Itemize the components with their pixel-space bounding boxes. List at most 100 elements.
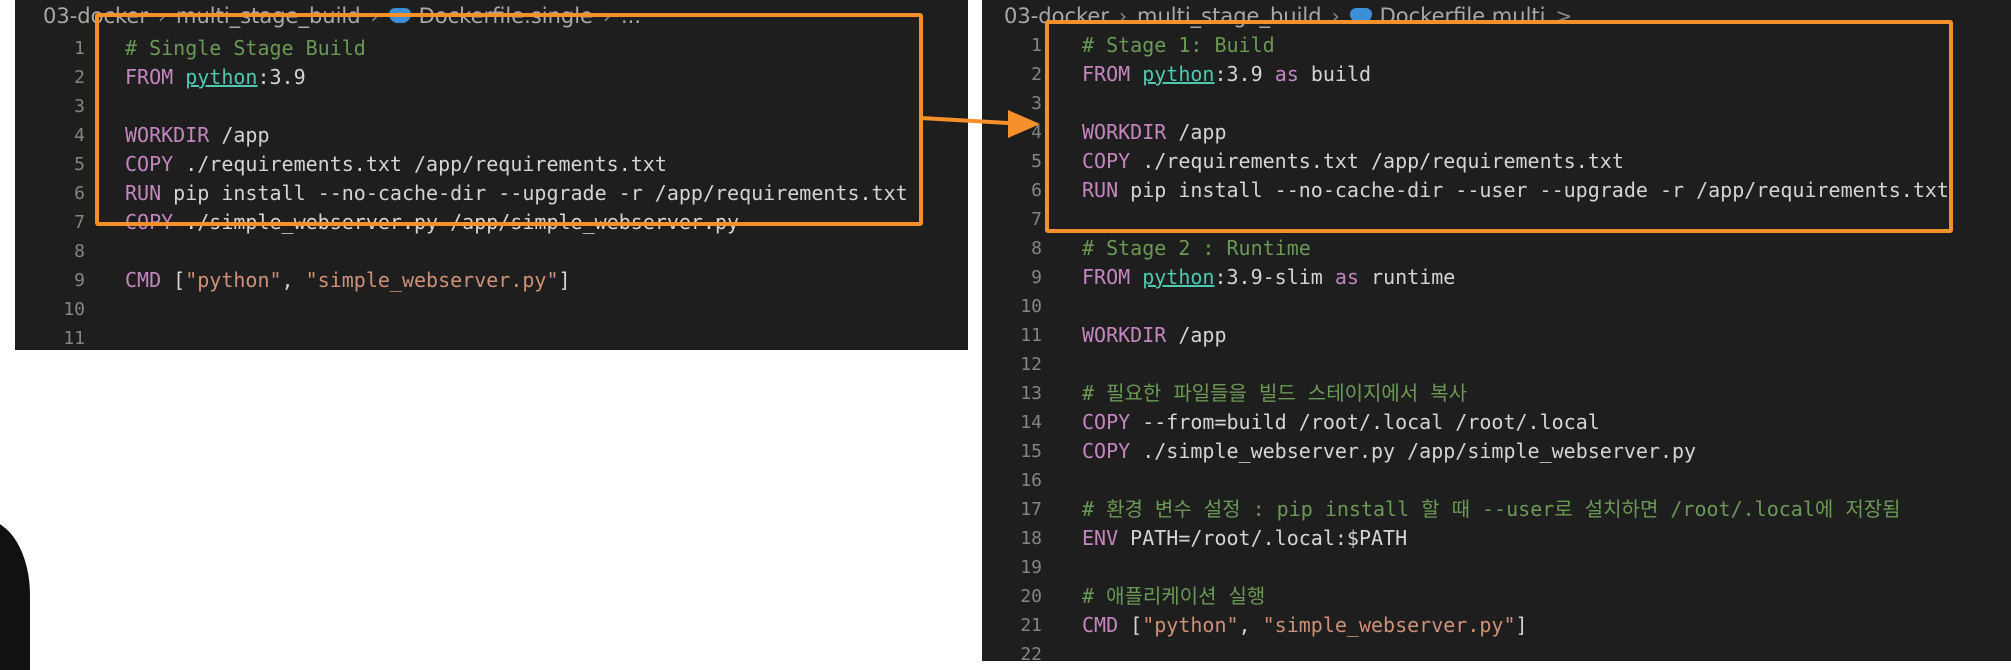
code-token: ] bbox=[1515, 613, 1528, 637]
code-token: build bbox=[1298, 62, 1372, 86]
code-text: # 필요한 파일들을 빌드 스테이지에서 복사 bbox=[1082, 379, 1467, 408]
code-line[interactable]: 12 bbox=[982, 350, 2011, 379]
code-line[interactable]: 19 bbox=[982, 553, 2011, 582]
code-line[interactable]: 10 bbox=[15, 295, 968, 324]
code-token: COPY bbox=[125, 210, 174, 234]
code-text: FROM python:3.9-slim as runtime bbox=[1082, 263, 1455, 292]
line-number: 12 bbox=[1020, 354, 1042, 375]
code-token: ] bbox=[558, 268, 571, 292]
code-text: ENV PATH=/root/.local:$PATH bbox=[1082, 524, 1407, 553]
code-line[interactable]: 13 # 필요한 파일들을 빌드 스테이지에서 복사 bbox=[982, 379, 2011, 408]
code-token: [ bbox=[1118, 613, 1143, 637]
code-line[interactable]: 8 bbox=[15, 237, 968, 266]
code-token: "simple_webserver.py" bbox=[305, 268, 559, 292]
code-token: # Stage 1: Build bbox=[1082, 33, 1275, 57]
code-token: ./requirements.txt /app/requirements.txt bbox=[173, 152, 667, 176]
code-line[interactable]: 20 # 애플리케이션 실행 bbox=[982, 582, 2011, 611]
code-text: FROM python:3.9 bbox=[125, 63, 306, 92]
code-token: , bbox=[1238, 613, 1263, 637]
code-text: # Single Stage Build bbox=[125, 34, 366, 63]
code-line[interactable]: 8# Stage 2 : Runtime bbox=[982, 234, 2011, 263]
code-text: COPY ./requirements.txt /app/requirement… bbox=[125, 150, 667, 179]
code-text: COPY ./simple_webserver.py /app/simple_w… bbox=[1082, 437, 1696, 466]
code-token: as bbox=[1334, 265, 1359, 289]
code-line[interactable]: 10 bbox=[982, 292, 2011, 321]
right-editor-panel: 03-docker›multi_stage_build›Dockerfile.m… bbox=[982, 0, 2011, 661]
code-token: FROM bbox=[125, 65, 186, 89]
line-number: 15 bbox=[1020, 441, 1042, 462]
line-number: 4 bbox=[74, 125, 85, 146]
code-text: # 애플리케이션 실행 bbox=[1082, 582, 1265, 611]
code-text: RUN pip install --no-cache-dir --user --… bbox=[1082, 176, 1949, 205]
line-number: 13 bbox=[1020, 383, 1042, 404]
code-token: python bbox=[1142, 62, 1215, 86]
code-token: as bbox=[1274, 62, 1299, 86]
code-text: CMD ["python", "simple_webserver.py"] bbox=[125, 266, 571, 295]
code-line[interactable]: 7 COPY ./simple_webserver.py /app/simple_… bbox=[15, 208, 968, 237]
code-token: ./simple_webserver.py /app/simple_webser… bbox=[173, 210, 740, 234]
code-token: COPY bbox=[1082, 439, 1131, 463]
code-line[interactable]: 17# 환경 변수 설정 : pip install 할 때 --user로 설… bbox=[982, 495, 2011, 524]
code-token: PATH=/root/.local:$PATH bbox=[1118, 526, 1408, 550]
line-number: 3 bbox=[1031, 93, 1042, 114]
code-line[interactable]: 3 bbox=[15, 92, 968, 121]
code-line[interactable]: 7 bbox=[982, 205, 2011, 234]
line-number: 14 bbox=[1020, 412, 1042, 433]
code-token: FROM bbox=[1082, 265, 1143, 289]
code-token: pip install --no-cache-dir --upgrade -r … bbox=[161, 181, 908, 205]
left-breadcrumb: 03-docker›multi_stage_build›Dockerfile.s… bbox=[43, 0, 641, 32]
code-line[interactable]: 15 COPY ./simple_webserver.py /app/simple… bbox=[982, 437, 2011, 466]
code-line[interactable]: 11 bbox=[15, 324, 968, 350]
code-text: CMD ["python", "simple_webserver.py"] bbox=[1082, 611, 1528, 640]
code-line[interactable]: 3 bbox=[982, 89, 2011, 118]
line-number: 6 bbox=[74, 183, 85, 204]
code-line[interactable]: 1# Single Stage Build bbox=[15, 34, 968, 63]
breadcrumb-more[interactable]: ... bbox=[620, 4, 641, 28]
code-line[interactable]: 1# Stage 1: Build bbox=[982, 31, 2011, 60]
code-token: "python" bbox=[185, 268, 282, 292]
line-number: 7 bbox=[74, 212, 85, 233]
code-token: WORKDIR bbox=[125, 123, 210, 147]
breadcrumb-subfolder[interactable]: multi_stage_build bbox=[1137, 4, 1322, 28]
breadcrumb-subfolder[interactable]: multi_stage_build bbox=[176, 4, 361, 28]
code-token: ./requirements.txt /app/requirements.txt bbox=[1130, 149, 1624, 173]
chevron-right-icon: › bbox=[158, 4, 166, 28]
code-token: --from=build /root/.local /root/.local bbox=[1130, 410, 1600, 434]
breadcrumb-file[interactable]: Dockerfile.single bbox=[418, 4, 593, 28]
code-line[interactable]: 16 bbox=[982, 466, 2011, 495]
code-line[interactable]: 14 COPY --from=build /root/.local /root/.… bbox=[982, 408, 2011, 437]
code-token: :3.9 bbox=[257, 65, 306, 89]
docker-icon bbox=[1349, 7, 1372, 23]
line-number: 8 bbox=[1031, 238, 1042, 259]
breadcrumb-folder[interactable]: 03-docker bbox=[1004, 4, 1109, 28]
line-number: 20 bbox=[1020, 586, 1042, 607]
code-token: # 환경 변수 설정 : pip install 할 때 --user로 설치하… bbox=[1082, 497, 1901, 521]
line-number: 19 bbox=[1020, 557, 1042, 578]
code-line[interactable]: 6 RUN pip install --no-cache-dir --upgrad… bbox=[15, 179, 968, 208]
code-token: , bbox=[281, 268, 306, 292]
code-token: RUN bbox=[125, 181, 162, 205]
code-token: /app bbox=[1166, 120, 1227, 144]
code-text: # 환경 변수 설정 : pip install 할 때 --user로 설치하… bbox=[1082, 495, 1901, 524]
chevron-right-icon: > bbox=[1555, 4, 1573, 28]
code-line[interactable]: 22 bbox=[982, 640, 2011, 661]
breadcrumb-file[interactable]: Dockerfile.multi bbox=[1379, 4, 1546, 28]
docker-icon bbox=[388, 7, 411, 23]
breadcrumb-folder[interactable]: 03-docker bbox=[43, 4, 148, 28]
code-token: ENV bbox=[1082, 526, 1119, 550]
code-text: COPY --from=build /root/.local /root/.lo… bbox=[1082, 408, 1600, 437]
